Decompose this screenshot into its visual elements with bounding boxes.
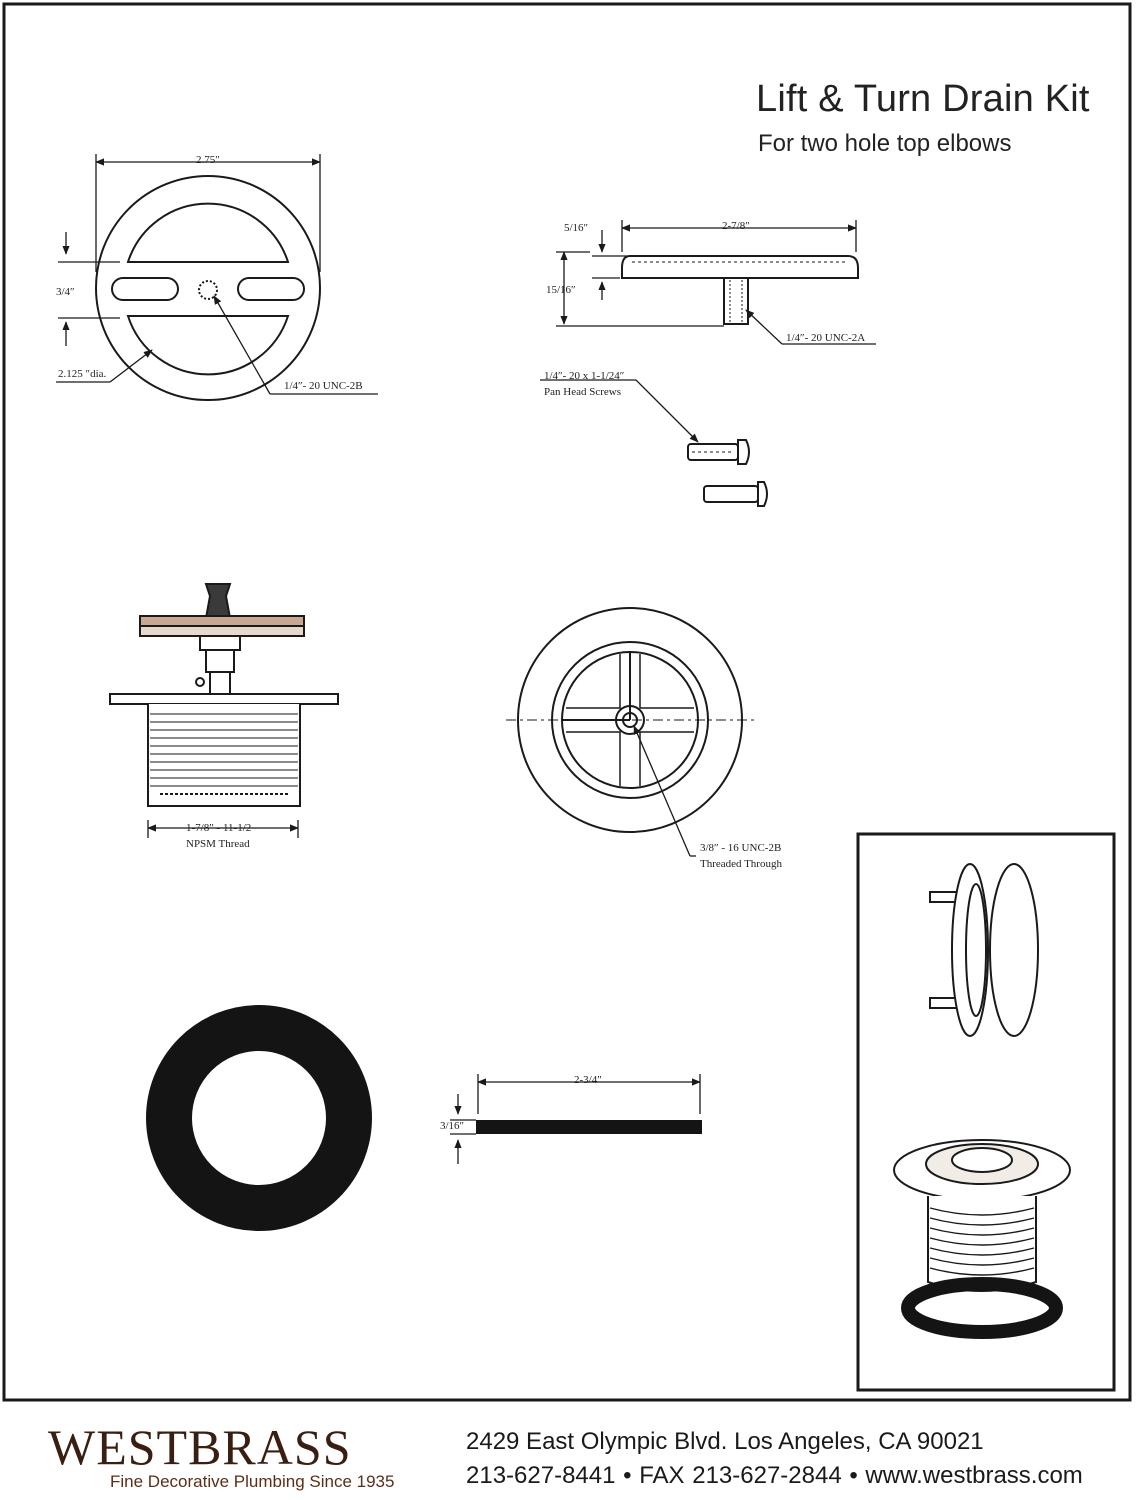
inset-gasket xyxy=(901,1277,1063,1339)
gasket-dimension-lines xyxy=(450,1074,701,1164)
page-subtitle: For two hole top elbows xyxy=(758,130,1012,157)
plate-width-label: 2.75″ xyxy=(196,154,220,166)
gasket-side-view xyxy=(476,1120,702,1134)
drain-plate-top-view xyxy=(95,175,321,401)
inset-drain-assembly xyxy=(893,1139,1071,1292)
inset-knob-assembly xyxy=(929,863,1039,1037)
knob-cap-height-label: 5/16″ xyxy=(564,222,589,234)
gasket-width-label: 2-3/4″ xyxy=(574,1074,602,1086)
company-address: 2429 East Olympic Blvd. Los Angeles, CA … xyxy=(466,1428,984,1455)
knob-thread-label: 1/4″- 20 UNC-2A xyxy=(786,332,866,344)
body-thread-size-label: 1-7/8″ - 11-1/2 xyxy=(186,822,252,834)
knob-dimension-lines xyxy=(556,220,876,345)
drain-body-side-view xyxy=(109,583,339,807)
inset-frame xyxy=(856,832,1116,1392)
knob-total-height-label: 15/16″ xyxy=(546,284,576,296)
cross-thread-type-label: Threaded Through xyxy=(700,858,782,870)
body-dimension-lines xyxy=(147,820,299,838)
screws-name-label: Pan Head Screws xyxy=(544,386,621,398)
screws-spec-label: 1/4″- 20 x 1-1/24″ xyxy=(544,370,625,382)
knob-side-view xyxy=(621,255,859,325)
body-thread-type-label: NPSM Thread xyxy=(186,838,250,850)
page-title: Lift & Turn Drain Kit xyxy=(756,78,1090,120)
screws-leader-line xyxy=(540,379,699,443)
brand-logo: WESTBRASS xyxy=(48,1419,352,1475)
drain-body-threads xyxy=(150,713,298,795)
plate-dimension-lines xyxy=(56,154,378,395)
cross-thread-size-label: 3/8″ - 16 UNC-2B xyxy=(700,842,782,854)
gasket-top-view xyxy=(146,1005,372,1231)
plate-thread-label: 1/4″- 20 UNC-2B xyxy=(284,380,363,392)
strainer-leader-line xyxy=(633,725,696,857)
gasket-thickness-label: 3/16″ xyxy=(440,1120,465,1132)
knob-width-label: 2-7/8″ xyxy=(722,220,750,232)
page-border xyxy=(2,2,1132,1402)
company-contact: 213-627-8441 • FAX 213-627-2844 • www.we… xyxy=(466,1462,1083,1489)
plate-diameter-label: 2.125 ″dia. xyxy=(58,368,107,380)
pan-head-screws xyxy=(687,439,768,507)
plate-slot-height-label: 3/4″ xyxy=(56,286,75,298)
brand-tagline: Fine Decorative Plumbing Since 1935 xyxy=(110,1472,395,1491)
